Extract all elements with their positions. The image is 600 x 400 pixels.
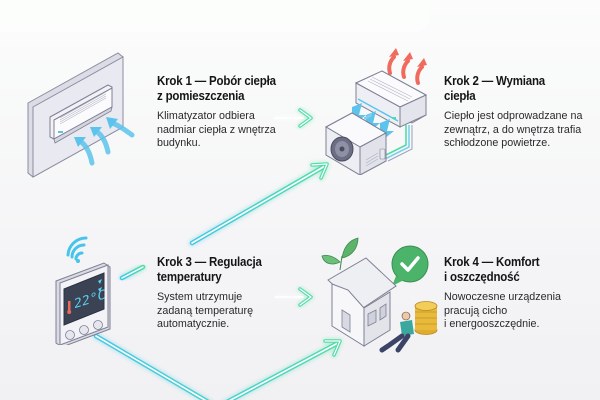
step-3-body-line: zadaną temperaturę bbox=[157, 304, 254, 317]
check-badge-icon bbox=[391, 245, 429, 286]
thermostat-button-left bbox=[65, 330, 75, 340]
step-1-title: Krok 1 — Pobór ciepła z pomieszczenia bbox=[157, 74, 304, 103]
step-2-title-line-1: Krok 2 — Wymiana bbox=[444, 74, 546, 88]
step-2-body-line: zewnątrz, a do wnętrza trafia bbox=[444, 123, 582, 136]
step-4-title-line-2: i oszczędność bbox=[444, 269, 520, 284]
connector-thermostat-dash bbox=[119, 264, 146, 281]
coins-icon bbox=[414, 301, 438, 335]
step-2: Krok 2 — Wymiana ciepła Ciepło jest odpr… bbox=[444, 74, 600, 151]
step-1: Krok 1 — Pobór ciepła z pomieszczenia Kl… bbox=[157, 74, 327, 151]
indoor-ac-unit-icon bbox=[27, 52, 135, 178]
step-4-description: Nowoczesne urządzenia pracują cicho i en… bbox=[444, 291, 600, 332]
step-1-body-line: budynku. bbox=[157, 137, 201, 150]
split-ac-outdoor-unit-icon bbox=[324, 48, 428, 175]
step-3: Krok 3 — Regulacja temperatury System ut… bbox=[157, 255, 327, 332]
connector-v-arrow bbox=[93, 333, 342, 400]
step-4-title-line-1: Krok 4 — Komfort bbox=[444, 255, 540, 269]
thermostat-button-center bbox=[79, 325, 89, 335]
step-4-body-line: pracują cicho bbox=[444, 304, 508, 317]
smart-thermostat-icon: 22°C bbox=[55, 236, 111, 345]
step-1-title-line-2: z pomieszczenia bbox=[157, 88, 245, 103]
step-3-body-line: automatycznie. bbox=[157, 318, 230, 331]
step-2-title: Krok 2 — Wymiana ciepła bbox=[444, 74, 591, 103]
step-2-title-line-2: ciepła bbox=[444, 88, 476, 103]
step-2-description: Ciepło jest odprowadzane na zewnątrz, a … bbox=[444, 110, 600, 151]
step-4-title: Krok 4 — Komfort i oszczędność bbox=[444, 255, 591, 284]
step-3-body-line: System utrzymuje bbox=[157, 291, 243, 303]
relaxing-person-icon bbox=[379, 311, 414, 353]
step-3-title-line-1: Krok 3 — Regulacja bbox=[157, 255, 262, 269]
step-1-title-line-1: Krok 1 — Pobór ciepła bbox=[157, 74, 276, 88]
wifi-icon bbox=[66, 236, 88, 261]
step-2-body-line: schłodzone powietrze. bbox=[444, 137, 551, 150]
connector-step3-to-step4 bbox=[272, 287, 313, 307]
header-band bbox=[0, 0, 430, 32]
thermostat-button-right bbox=[93, 320, 103, 330]
leaf-icon bbox=[321, 237, 359, 271]
step-4-body-line: i energooszczędnie. bbox=[444, 318, 540, 331]
step-3-title: Krok 3 — Regulacja temperatury bbox=[157, 255, 304, 284]
connector-step3-to-step2 bbox=[189, 162, 329, 246]
step-1-body-line: Klimatyzator odbiera bbox=[157, 110, 255, 122]
step-4-body-line: Nowoczesne urządzenia bbox=[444, 291, 561, 303]
step-1-body-line: nadmiar ciepła z wnętrza bbox=[157, 123, 276, 136]
house-comfort-savings-icon bbox=[321, 237, 438, 353]
step-1-description: Klimatyzator odbiera nadmiar ciepła z wn… bbox=[157, 110, 319, 151]
connector-step1-to-step2 bbox=[272, 108, 313, 128]
step-4: Krok 4 — Komfort i oszczędność Nowoczesn… bbox=[444, 255, 600, 332]
step-3-title-line-2: temperatury bbox=[157, 269, 222, 284]
step-2-body-line: Ciepło jest odprowadzane na bbox=[444, 110, 583, 122]
step-3-description: System utrzymuje zadaną temperaturę auto… bbox=[157, 291, 319, 332]
